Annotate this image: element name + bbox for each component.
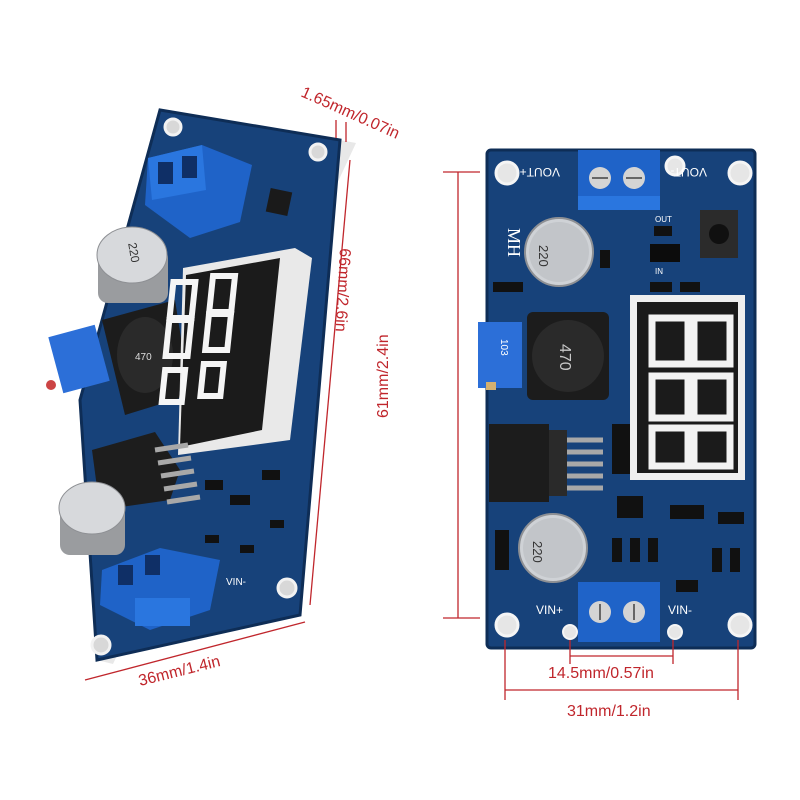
cap-top-label: 220 — [125, 242, 142, 264]
front-display — [630, 295, 745, 480]
inductor-code: 470 — [135, 352, 152, 363]
right-dimensions: 61mm/2.4in 14.5mm/0.57in 31mm/1.2in — [375, 171, 739, 720]
length-label: 66mm/2.6in — [332, 248, 353, 332]
capacitor-top: 220 — [96, 226, 168, 303]
width-label: 36mm/1.4in — [137, 653, 222, 690]
out-label: OUT — [655, 215, 672, 224]
in-label: IN — [655, 267, 663, 276]
vin-minus-label: VIN- — [668, 603, 692, 617]
brand-logo: MH — [504, 228, 524, 257]
front-output-terminal — [578, 150, 660, 210]
vin-plus-label: VIN+ — [536, 603, 563, 617]
front-board-view: VOUT+ VOUT- MH 220 S1 OUT IN — [478, 148, 757, 650]
angled-display — [158, 248, 312, 455]
push-button — [265, 187, 293, 217]
front-inductor-code: 470 — [556, 344, 573, 371]
front-input-terminal — [578, 582, 660, 642]
vout-plus-label: VOUT+ — [520, 165, 560, 179]
potentiometer — [46, 324, 110, 394]
front-regulator-ic — [489, 424, 603, 502]
pitch-label: 14.5mm/0.57in — [548, 665, 654, 682]
output-terminal-block — [145, 145, 252, 238]
front-capacitor-bottom: 220 — [518, 513, 588, 583]
thickness-label: 1.65mm/0.07in — [298, 84, 402, 143]
capacitor-bottom — [58, 481, 126, 555]
angled-board-view: 220 470 — [46, 108, 356, 664]
tactile-switch — [700, 210, 738, 258]
input-terminal-block — [100, 548, 220, 630]
cap-bottom-value: 220 — [530, 541, 545, 563]
front-inductor: 470 — [527, 312, 609, 400]
height-label: 61mm/2.4in — [375, 334, 392, 418]
width-front-label: 31mm/1.2in — [567, 703, 651, 720]
cap-top-value: 220 — [536, 245, 551, 267]
angled-vin-label: VIN- — [226, 577, 246, 588]
front-capacitor-top: 220 — [524, 217, 594, 287]
front-potentiometer: 103 — [478, 322, 522, 390]
pot-code: 103 — [498, 339, 509, 356]
vout-minus-label: VOUT- — [670, 165, 707, 179]
